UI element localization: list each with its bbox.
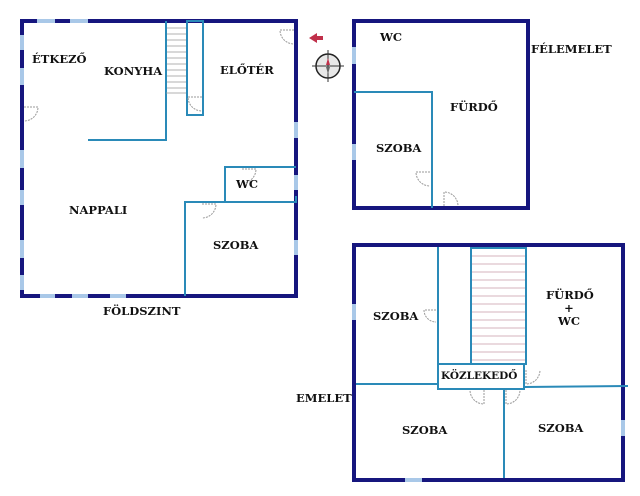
- mezzanine-inner-wall: [354, 91, 433, 208]
- room-label-room: SZOBA: [402, 423, 448, 437]
- doors: [23, 29, 295, 219]
- room-label-room: SZOBA: [376, 141, 422, 155]
- compass-icon: [309, 33, 344, 82]
- room-label-wc: WC: [380, 30, 403, 44]
- plus-text: +: [564, 301, 574, 315]
- pantry-wall: [186, 20, 204, 116]
- mezzanine-outer-wall: [352, 19, 530, 210]
- floor-title-upper: EMELET: [296, 391, 352, 405]
- room-label-bathroom: FÜRDŐ: [450, 100, 498, 114]
- wc-wall: [224, 166, 296, 202]
- room-label-dining: ÉTKEZŐ: [32, 52, 87, 66]
- floor-title-mezzanine: FÉLEMELET: [531, 42, 612, 56]
- upper-floor-plan: [352, 243, 629, 482]
- mezzanine-floor-plan: [352, 19, 530, 210]
- room-label-corridor: KÖZLEKEDŐ: [441, 370, 518, 382]
- windows: [20, 19, 298, 298]
- upper-outer-wall: [352, 243, 625, 482]
- bathroom-text: FÜRDŐ: [546, 288, 594, 302]
- staircase: [166, 27, 187, 94]
- floor-title-ground: FÖLDSZINT: [103, 304, 181, 318]
- room-label-bathroom-wc: FÜRDŐ + WC: [546, 288, 594, 328]
- wc-text: WC: [557, 314, 581, 328]
- room-label-room: SZOBA: [538, 421, 584, 435]
- room-label-hall: ELŐTÉR: [220, 63, 274, 77]
- room-label-kitchen: KONYHA: [104, 64, 163, 78]
- kitchen-wall: [88, 21, 167, 141]
- upper-stair-steps: [472, 255, 525, 361]
- room-label-room: SZOBA: [373, 309, 419, 323]
- room-wall: [184, 196, 297, 296]
- doors: [423, 309, 541, 405]
- room-label-wc: WC: [236, 177, 259, 191]
- ground-floor-plan: [20, 19, 298, 298]
- upper-staircase: [470, 247, 527, 365]
- entrance-arrow-icon: [309, 33, 323, 43]
- room-label-room: SZOBA: [213, 238, 259, 252]
- room-label-living-room: NAPPALI: [69, 203, 128, 217]
